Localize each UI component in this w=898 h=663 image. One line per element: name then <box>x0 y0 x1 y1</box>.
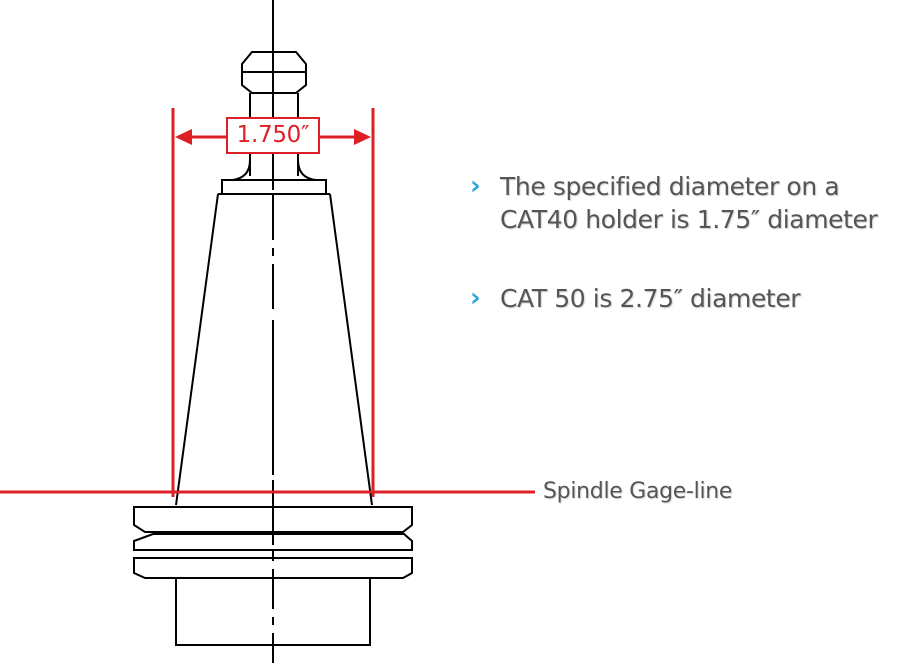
gage-line-label: Spindle Gage-line <box>543 479 733 504</box>
bullet-item: › The specified diameter on a CAT40 hold… <box>470 170 890 236</box>
bullet-text: The specified diameter on a CAT40 holder… <box>500 172 878 234</box>
diameter-label: 1.750″ <box>226 117 320 154</box>
arrow-right-icon <box>354 129 371 145</box>
bullet-list: › The specified diameter on a CAT40 hold… <box>470 170 890 315</box>
arrow-left-icon <box>175 129 192 145</box>
chevron-right-icon: › <box>470 171 481 201</box>
bullet-text: CAT 50 is 2.75″ diameter <box>500 284 801 313</box>
diameter-dimension <box>171 108 375 497</box>
chevron-right-icon: › <box>470 283 481 313</box>
taper-body <box>175 179 373 506</box>
bullet-item: › CAT 50 is 2.75″ diameter <box>470 282 890 315</box>
